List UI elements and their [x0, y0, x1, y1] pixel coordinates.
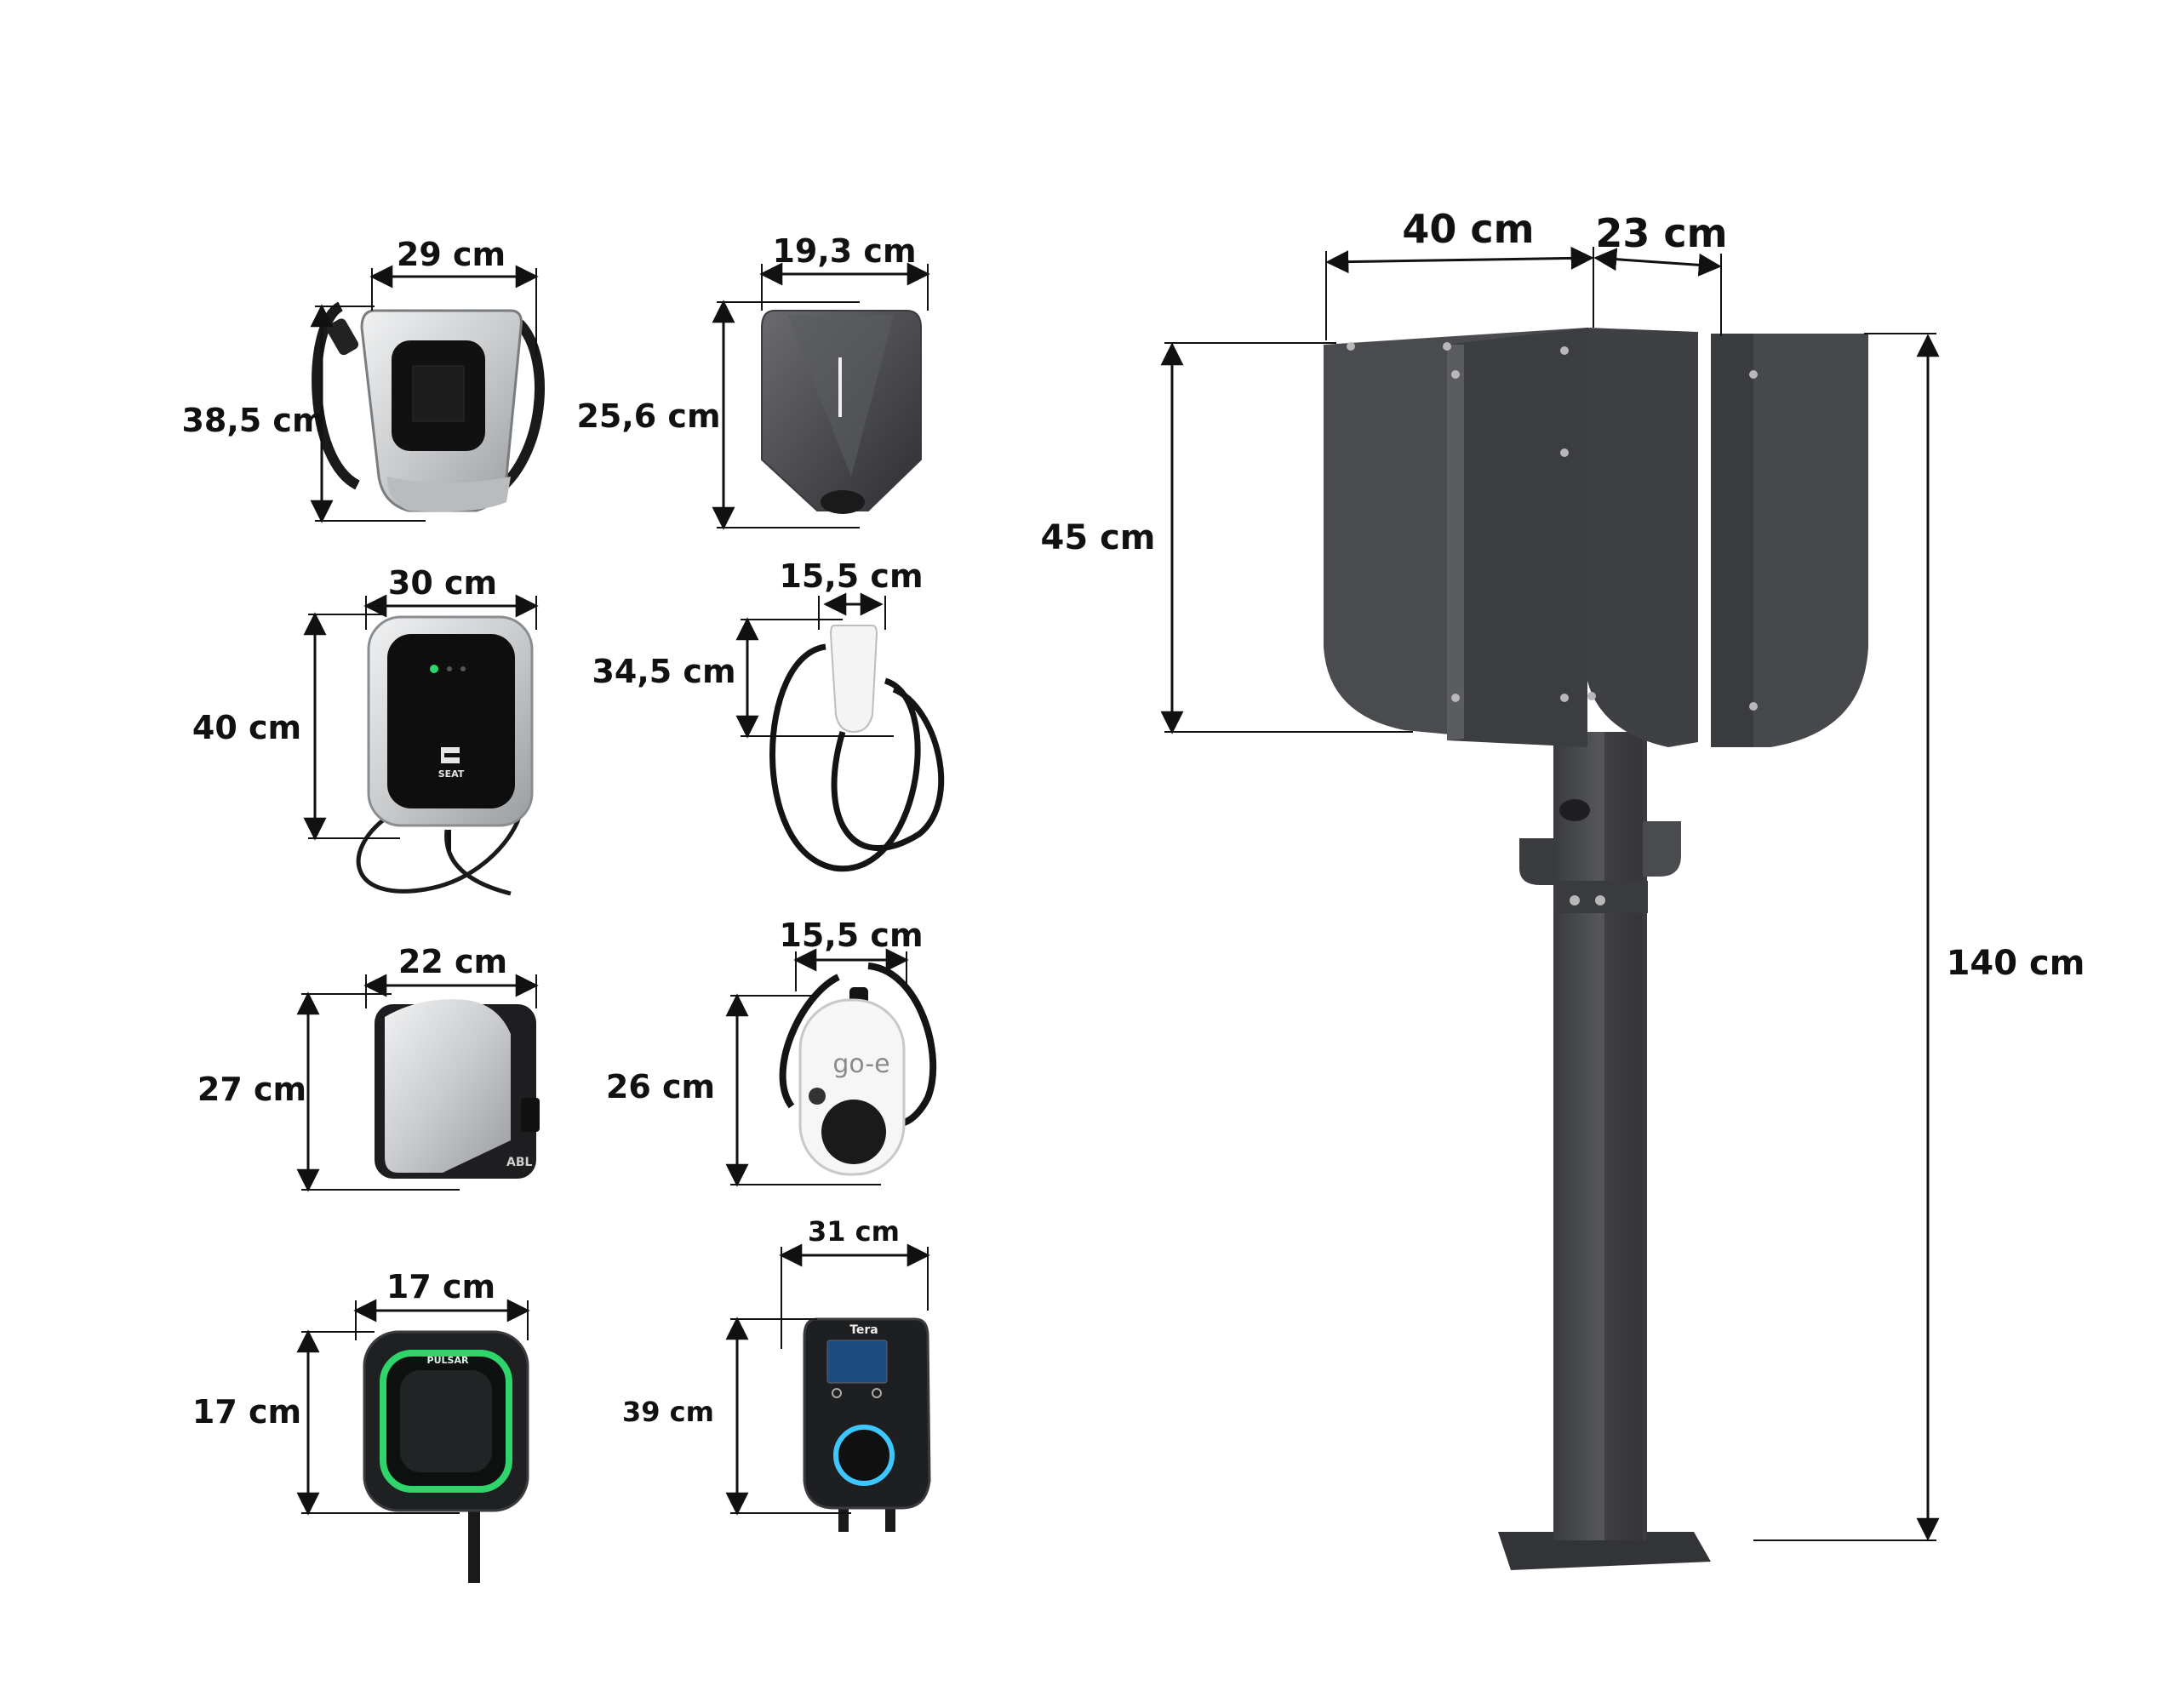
cable-icon	[769, 643, 921, 872]
screw-icon	[1595, 895, 1605, 905]
cable-holder-left	[1519, 838, 1558, 885]
charger-front-panel	[385, 999, 511, 1173]
screw-icon	[1749, 702, 1758, 711]
screw-icon	[1451, 694, 1460, 702]
charger-front-panel	[387, 634, 515, 808]
status-led-icon	[430, 665, 438, 673]
width-label: 31 cm	[808, 1215, 900, 1248]
brand-label: ABL	[506, 1156, 533, 1169]
screw-icon	[1570, 895, 1580, 905]
screw-icon	[1451, 370, 1460, 379]
screw-icon	[1587, 692, 1596, 700]
charger-2: 19,3 cm 25,6 cm	[576, 232, 930, 530]
width-label: 22 cm	[398, 943, 507, 980]
brand-label: Tera	[849, 1323, 878, 1337]
button-icon	[832, 1388, 842, 1398]
cable-port-icon	[1559, 799, 1590, 821]
width-label: 15,5 cm	[779, 917, 923, 954]
width-label: 30 cm	[388, 564, 497, 602]
height-label: 25,6 cm	[576, 397, 720, 435]
brand-label: PULSAR	[427, 1355, 469, 1366]
height-label: 26 cm	[606, 1068, 715, 1105]
screw-icon	[1749, 370, 1758, 379]
stand-base-plate	[1498, 1532, 1711, 1570]
stand-width-label: 40 cm	[1402, 206, 1534, 252]
screw-icon	[1560, 346, 1569, 355]
cable-icon	[838, 1502, 849, 1532]
total-height-label: 140 cm	[1947, 944, 2085, 983]
stand-width-dimension-line	[1325, 246, 1594, 274]
stand-depth-label: 23 cm	[1595, 210, 1727, 256]
width-label: 17 cm	[386, 1268, 495, 1305]
screw-icon	[1443, 342, 1451, 351]
height-label: 17 cm	[192, 1393, 301, 1431]
display-icon	[826, 1340, 888, 1384]
charger-7: PULSAR 17 cm 17 cm	[192, 1268, 530, 1583]
cable-holder-right	[1643, 821, 1681, 877]
height-label: 40 cm	[192, 709, 301, 746]
charger-1: 29 cm 38,5 cm	[181, 236, 545, 523]
charger-base	[387, 477, 511, 512]
charger-front-panel	[400, 1370, 492, 1472]
screw-icon	[1560, 694, 1569, 702]
socket-icon	[821, 490, 865, 514]
height-label: 27 cm	[197, 1071, 306, 1108]
cable-icon	[356, 814, 522, 894]
brand-label: SEAT	[438, 768, 465, 780]
display-icon	[412, 365, 465, 422]
button-icon	[809, 1088, 826, 1105]
charger-3: SEAT 30 cm 40 cm	[192, 564, 539, 896]
width-label: 19,3 cm	[772, 232, 916, 270]
seat-logo-icon	[441, 747, 460, 763]
socket-icon	[833, 1425, 895, 1486]
brand-label: go-e	[832, 1049, 889, 1079]
shield-center	[1587, 328, 1698, 747]
width-label: 15,5 cm	[779, 557, 923, 595]
plug-icon	[326, 318, 359, 356]
screw-icon	[1560, 448, 1569, 457]
status-light	[838, 357, 842, 417]
socket-icon	[521, 1098, 540, 1132]
cable-icon	[468, 1506, 480, 1583]
charger-5: ABL 22 cm 27 cm	[197, 943, 540, 1192]
width-label: 29 cm	[397, 236, 506, 273]
button-icon	[872, 1388, 882, 1398]
charger-4: 15,5 cm 34,5 cm	[592, 557, 945, 872]
screw-icon	[1347, 342, 1355, 351]
charger-8: Tera 31 cm 39 cm	[622, 1215, 931, 1532]
height-label: 34,5 cm	[592, 653, 735, 690]
charger-6: go-e 15,5 cm 26 cm	[606, 917, 937, 1187]
charging-stand: 40 cm 23 cm 45 cm 140 cm	[1041, 206, 2085, 1570]
stand-depth-dimension-line	[1593, 248, 1722, 277]
height-label: 39 cm	[622, 1396, 714, 1428]
height-label: 38,5 cm	[181, 402, 325, 439]
charger-housing	[829, 625, 878, 734]
socket-icon	[821, 1100, 886, 1164]
shield-back-panel	[1447, 328, 1587, 747]
shield-height-label: 45 cm	[1041, 518, 1156, 557]
